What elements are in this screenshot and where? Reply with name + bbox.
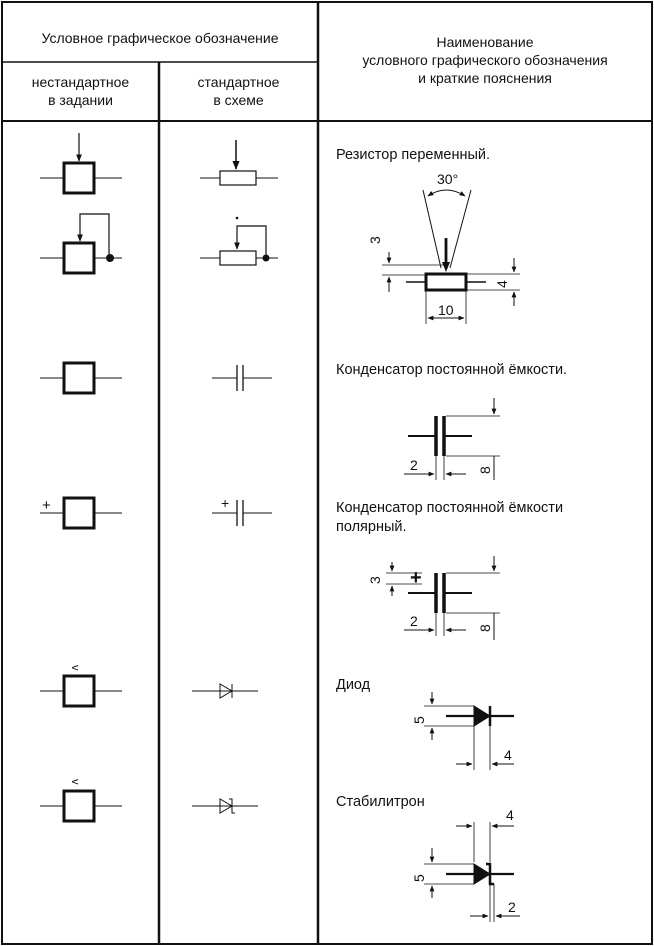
header-name-line1: Наименование: [436, 34, 534, 50]
row-label-capacitor: Конденсатор постоянной ёмкости.: [336, 362, 568, 378]
row-label-polar-capacitor-line2: полярный.: [336, 519, 407, 535]
nonstandard-variable-resistor-symbol: [40, 133, 122, 195]
capacitor-height-label: 8: [477, 466, 493, 474]
nonstandard-diode-symbol: [40, 674, 122, 708]
diode-width-label: 4: [504, 747, 512, 763]
standard-rheostat-symbol: [200, 216, 278, 266]
nonstandard-polar-capacitor-symbol: [40, 496, 122, 530]
polar-capacitor-plus-sign: +: [410, 567, 422, 589]
resistor-height-label: 3: [367, 236, 383, 244]
header-nonstandard-line2: в задании: [48, 92, 113, 108]
capacitor-dimension-drawing: [404, 398, 500, 480]
standard-capacitor-symbol: [212, 365, 272, 391]
header-name-line3: и краткие пояснения: [418, 70, 552, 86]
header-symbol-title: Условное графическое обозначение: [41, 30, 279, 46]
row-label-variable-resistor: Резистор переменный.: [336, 147, 491, 163]
header-standard-line1: стандартное: [197, 74, 280, 90]
variable-resistor-dimension-drawing: [382, 189, 520, 324]
resistor-angle-label: 30°: [437, 171, 458, 187]
nonstandard-zener-mark: v: [69, 779, 81, 785]
row-label-diode: Диод: [336, 677, 371, 693]
standard-zener-symbol: [192, 798, 258, 814]
standard-polar-capacitor-symbol: [212, 500, 272, 526]
polar-capacitor-dimension-drawing: [386, 556, 500, 640]
standard-symbols: [192, 140, 278, 814]
zener-dimension-drawing: [424, 822, 520, 922]
zener-height-label: 5: [411, 874, 427, 882]
diode-dimension-drawing: [424, 692, 514, 770]
row-label-polar-capacitor-line1: Конденсатор постоянной ёмкости: [336, 500, 564, 516]
nonstandard-diode-mark: v: [69, 665, 81, 671]
diode-height-label: 5: [411, 716, 427, 724]
header-name-line2: условного графического обозначения: [362, 52, 608, 68]
standard-diode-symbol: [192, 683, 258, 699]
row-label-zener: Стабилитрон: [336, 794, 425, 810]
polar-capacitor-plus-label: 3: [367, 576, 383, 584]
zener-tail-label: 2: [508, 899, 516, 915]
nonstandard-capacitor-symbol: [40, 361, 122, 395]
standard-plus-sign: +: [221, 495, 229, 511]
polar-capacitor-gap-label: 2: [410, 613, 418, 629]
polar-capacitor-height-label: 8: [477, 624, 493, 632]
zener-width-label: 4: [506, 807, 514, 823]
standard-variable-resistor-symbol: [200, 140, 278, 186]
resistor-thickness-label: 4: [494, 280, 510, 288]
capacitor-gap-label: 2: [410, 457, 418, 473]
header-standard-line2: в схеме: [213, 92, 264, 108]
nonstandard-zener-symbol: [40, 789, 122, 823]
nonstandard-rheostat-symbol: [40, 213, 122, 275]
nonstandard-symbols: [40, 133, 122, 823]
nonstandard-plus-sign: +: [42, 497, 51, 514]
resistor-width-label: 10: [438, 302, 454, 318]
header-nonstandard-line1: нестандартное: [31, 74, 130, 90]
